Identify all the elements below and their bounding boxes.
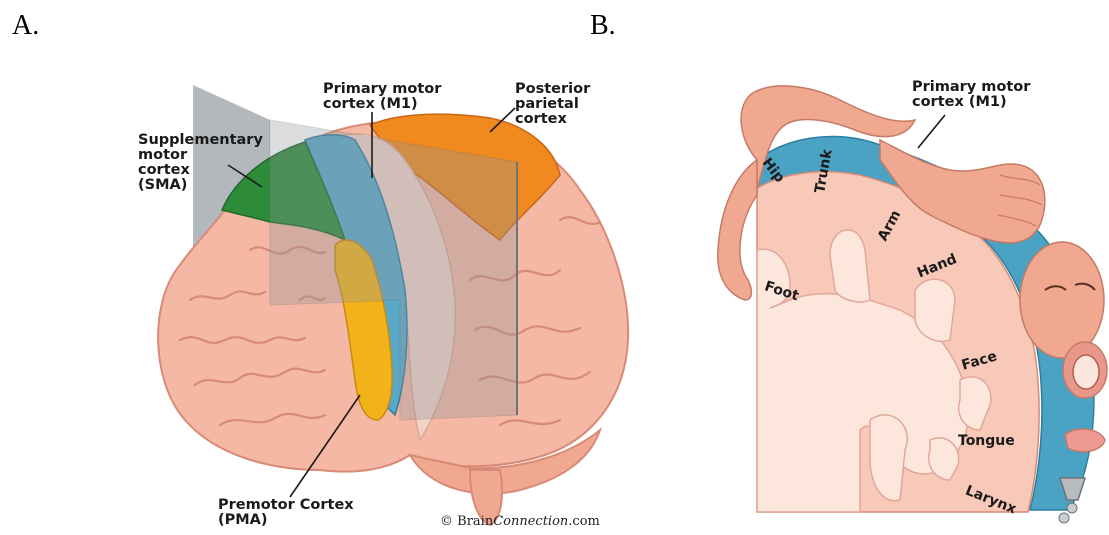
m1-label-b: Primary motor cortex (M1): [912, 80, 1030, 110]
homunculus-face: [1020, 242, 1104, 358]
m1-leader-line-b: [918, 115, 945, 148]
body-part-tongue: Tongue: [958, 433, 1015, 449]
homunculus-tongue: [1065, 429, 1105, 452]
